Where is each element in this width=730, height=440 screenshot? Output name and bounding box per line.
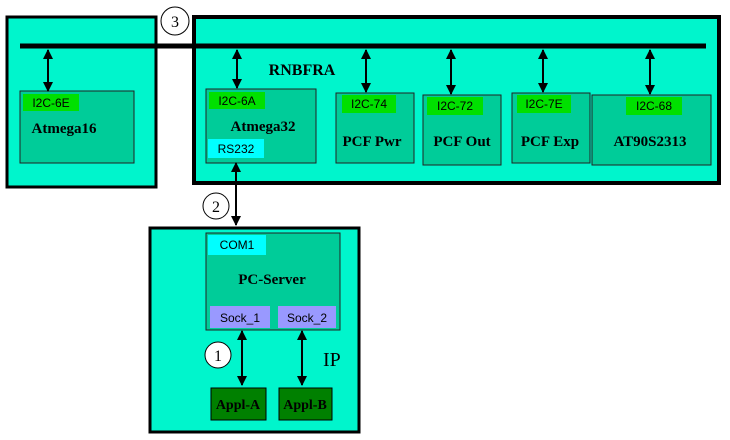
marker-2-circle bbox=[202, 192, 230, 220]
com1-tag-bg bbox=[208, 235, 266, 255]
pcf-out-label: PCF Out bbox=[433, 134, 490, 150]
atmega16-i2c-tag: I2C-6E bbox=[32, 96, 69, 110]
com1-tag: COM1 bbox=[220, 238, 255, 252]
pcf-pwr-i2c-tag: I2C-74 bbox=[351, 97, 387, 111]
sock-2-bg bbox=[278, 306, 336, 328]
marker-3: 3 bbox=[171, 14, 179, 31]
pcf-pwr-i2c-tag-bg bbox=[342, 95, 396, 113]
pcf-out-i2c-tag: I2C-72 bbox=[437, 99, 473, 113]
sock-1-label: Sock_1 bbox=[220, 311, 260, 325]
atmega16-i2c-tag-bg bbox=[23, 94, 79, 111]
sock-2-label: Sock_2 bbox=[287, 311, 327, 325]
atmega32-label: Atmega32 bbox=[231, 119, 296, 135]
appl-a-label: Appl-A bbox=[216, 398, 261, 413]
pcf-pwr-label: PCF Pwr bbox=[342, 134, 401, 150]
appl-b-box bbox=[278, 387, 333, 421]
appl-b-label: Appl-B bbox=[283, 398, 327, 413]
atmega16-label: Atmega16 bbox=[32, 121, 97, 137]
pcf-exp-i2c-tag: I2C-7E bbox=[525, 97, 562, 111]
rs232-tag: RS232 bbox=[218, 142, 255, 156]
at90s2313-i2c-tag: I2C-68 bbox=[636, 99, 672, 113]
pcf-exp-label: PCF Exp bbox=[521, 134, 579, 150]
at90s2313-label: AT90S2313 bbox=[613, 134, 686, 150]
at90s2313-i2c-tag-bg bbox=[626, 97, 682, 115]
sock-1-bg bbox=[210, 306, 270, 328]
marker-1: 1 bbox=[214, 348, 222, 365]
rs232-tag-bg bbox=[208, 139, 264, 158]
pcf-exp-i2c-tag-bg bbox=[517, 95, 571, 113]
marker-3-circle bbox=[160, 6, 190, 36]
atmega32-i2c-tag-bg bbox=[209, 92, 265, 109]
pc-server-label: PC-Server bbox=[238, 272, 306, 288]
atmega32-i2c-tag: I2C-6A bbox=[218, 94, 255, 108]
rnbfra-label: RNBFRA bbox=[269, 62, 336, 79]
marker-2: 2 bbox=[212, 199, 220, 216]
marker-1-circle bbox=[204, 341, 232, 369]
appl-a-box bbox=[210, 387, 267, 421]
ip-label: IP bbox=[323, 349, 341, 371]
pcf-out-i2c-tag-bg bbox=[427, 97, 483, 115]
